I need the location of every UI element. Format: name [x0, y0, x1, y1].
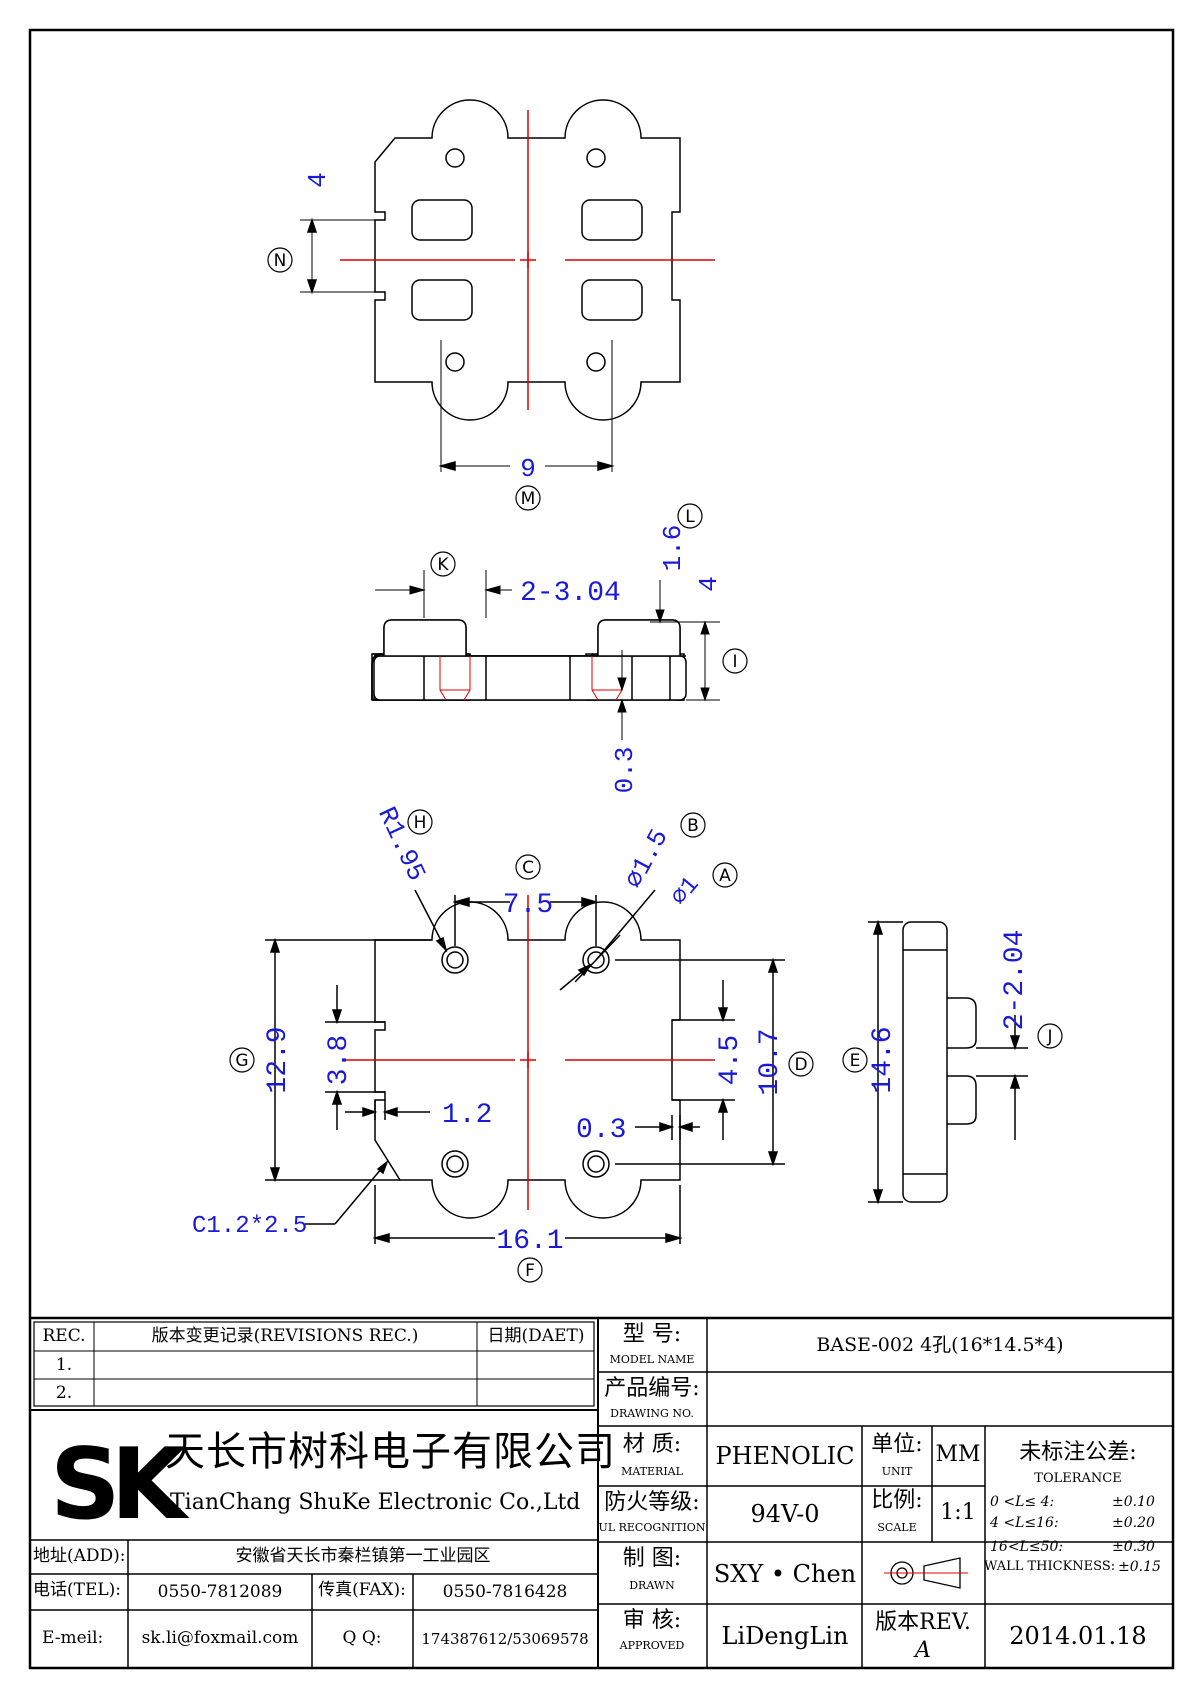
tolerance-tol-4: ±0.15 — [1118, 1559, 1161, 1575]
end-view — [868, 919, 1028, 1205]
dim-m-value: 9 — [520, 454, 536, 484]
side-view-dims — [375, 570, 720, 740]
dim-g-value: 12.9 — [263, 1026, 294, 1093]
dim-k-value: 2-3.04 — [520, 578, 621, 609]
dim-j-tag: J — [1046, 1027, 1052, 1047]
approved-label-en: APPROVED — [619, 1639, 685, 1652]
dim-i-tag: I — [732, 652, 737, 672]
approved-label-cn: 审 核: — [622, 1608, 682, 1633]
qq-value: 174387612/53069578 — [421, 1630, 589, 1648]
dim-gap-value: 0.3 — [610, 747, 640, 794]
dim-n-value: 4 — [303, 172, 333, 188]
bottom-view-centerlines — [345, 895, 715, 1210]
dim-f-value: 16.1 — [496, 1226, 563, 1257]
svg-text:SK: SK — [50, 1428, 190, 1542]
tolerance-tol-1: ±0.10 — [1112, 1494, 1155, 1510]
dim-d-tag: D — [794, 1055, 807, 1075]
drawing-label-cn: 产品编号: — [604, 1376, 700, 1401]
dim-k-tag: K — [437, 555, 449, 575]
dim-h-tag: H — [414, 813, 427, 833]
dim-l-value: 1.6 — [658, 525, 688, 572]
dim-03-value: 0.3 — [576, 1115, 626, 1146]
tolerance-range-1: 0 <L≤ 4: — [990, 1494, 1055, 1510]
dim-chamfer-value: C1.2*2.5 — [192, 1213, 307, 1240]
scale-label-en: SCALE — [877, 1521, 917, 1534]
material-value: PHENOLIC — [715, 1442, 855, 1470]
tel-value: 0550-7812089 — [157, 1582, 283, 1602]
dim-38-value: 3.8 — [324, 1035, 355, 1085]
approved-value: LiDengLin — [721, 1622, 849, 1650]
tolerance-range-3: 16<L≤50: — [990, 1539, 1064, 1555]
dim-12-value: 1.2 — [442, 1100, 492, 1131]
unit-value: MM — [935, 1442, 981, 1467]
ul-value: 94V-0 — [750, 1500, 820, 1528]
bottom-view — [265, 889, 785, 1244]
tolerance-range-4: WALL THICKNESS: — [984, 1559, 1116, 1574]
top-view-centerlines — [340, 110, 715, 410]
dim-f-tag: F — [525, 1261, 535, 1281]
tel-label: 电话(TEL): — [33, 1580, 122, 1600]
company-name-cn: 天长市树科电子有限公司 — [165, 1429, 616, 1475]
title-block-grid — [30, 1316, 1173, 1668]
material-label-en: MATERIAL — [621, 1465, 683, 1478]
ul-label-en: UL RECOGNITION — [598, 1521, 706, 1534]
dim-c-tag: C — [522, 858, 534, 878]
sheet-border — [28, 28, 1175, 1670]
dim-j-value: 2-2.04 — [1000, 930, 1031, 1031]
rev-row-1: 1. — [55, 1355, 73, 1375]
side-view-body — [373, 619, 687, 701]
tolerance-tol-3: ±0.30 — [1112, 1539, 1155, 1555]
top-view — [300, 99, 681, 472]
rev-value: A — [915, 1638, 931, 1663]
company-logo: SK — [50, 1428, 200, 1542]
dim-l-tag: L — [685, 507, 695, 527]
material-label-cn: 材 质: — [622, 1432, 682, 1457]
dim-b-value: ⌀1.5 — [619, 824, 675, 893]
tolerance-title-en: TOLERANCE — [1034, 1471, 1122, 1486]
dim-e-tag: E — [850, 1051, 861, 1071]
address-value: 安徽省天长市秦栏镇第一工业园区 — [235, 1546, 491, 1566]
rev-label: 版本REV. — [875, 1610, 971, 1635]
fax-label: 传真(FAX): — [318, 1580, 406, 1600]
drawn-label-cn: 制 图: — [622, 1546, 682, 1571]
model-value: BASE-002 4孔(16*14.5*4) — [816, 1334, 1064, 1356]
scale-value: 1:1 — [940, 1500, 976, 1525]
tolerance-range-2: 4 <L≤16: — [990, 1515, 1059, 1531]
company-name-en: TianChang ShuKe Electronic Co.,Ltd — [170, 1490, 581, 1515]
qq-label: Q Q: — [342, 1628, 382, 1648]
dim-a-tag: A — [719, 866, 731, 886]
dim-i-value: 4 — [694, 576, 724, 592]
drawn-label-en: DRAWN — [629, 1579, 675, 1592]
ul-label-cn: 防火等级: — [604, 1490, 700, 1515]
dim-a-value: ⌀1 — [666, 872, 705, 911]
dim-c-value: 7.5 — [503, 890, 553, 921]
rev-row-2: 2. — [55, 1383, 73, 1403]
rev-header: REC. — [42, 1326, 86, 1346]
tolerance-tol-2: ±0.20 — [1112, 1515, 1155, 1531]
dim-b-tag: B — [687, 816, 699, 836]
date-value: 2014.01.18 — [1009, 1622, 1147, 1650]
email-label: E-meil: — [42, 1628, 104, 1648]
dim-107-value: 10.7 — [755, 1028, 786, 1095]
revisions-header: 版本变更记录(REVISIONS REC.) — [151, 1326, 419, 1346]
scale-label-cn: 比例: — [871, 1488, 923, 1513]
fax-value: 0550-7816428 — [442, 1582, 568, 1602]
email-value: sk.li@foxmail.com — [141, 1628, 299, 1648]
address-label: 地址(ADD): — [33, 1546, 126, 1566]
model-label-en: MODEL NAME — [609, 1353, 695, 1366]
drawn-value: SXY • Chen — [713, 1560, 857, 1588]
dim-e-value: 14.6 — [868, 1026, 899, 1093]
tolerance-title-cn: 未标注公差: — [1019, 1440, 1137, 1465]
projection-symbol-icon — [884, 1557, 968, 1589]
unit-label-cn: 单位: — [871, 1432, 923, 1457]
unit-label-en: UNIT — [881, 1465, 913, 1478]
model-label-cn: 型 号: — [622, 1322, 682, 1347]
drawing-label-en: DRAWING NO. — [610, 1407, 694, 1420]
dim-m-tag: M — [521, 489, 536, 509]
dim-n-tag: N — [274, 251, 287, 271]
dim-g-tag: G — [235, 1051, 248, 1071]
dim-45-value: 4.5 — [715, 1035, 746, 1085]
date-header: 日期(DAET) — [487, 1326, 585, 1346]
